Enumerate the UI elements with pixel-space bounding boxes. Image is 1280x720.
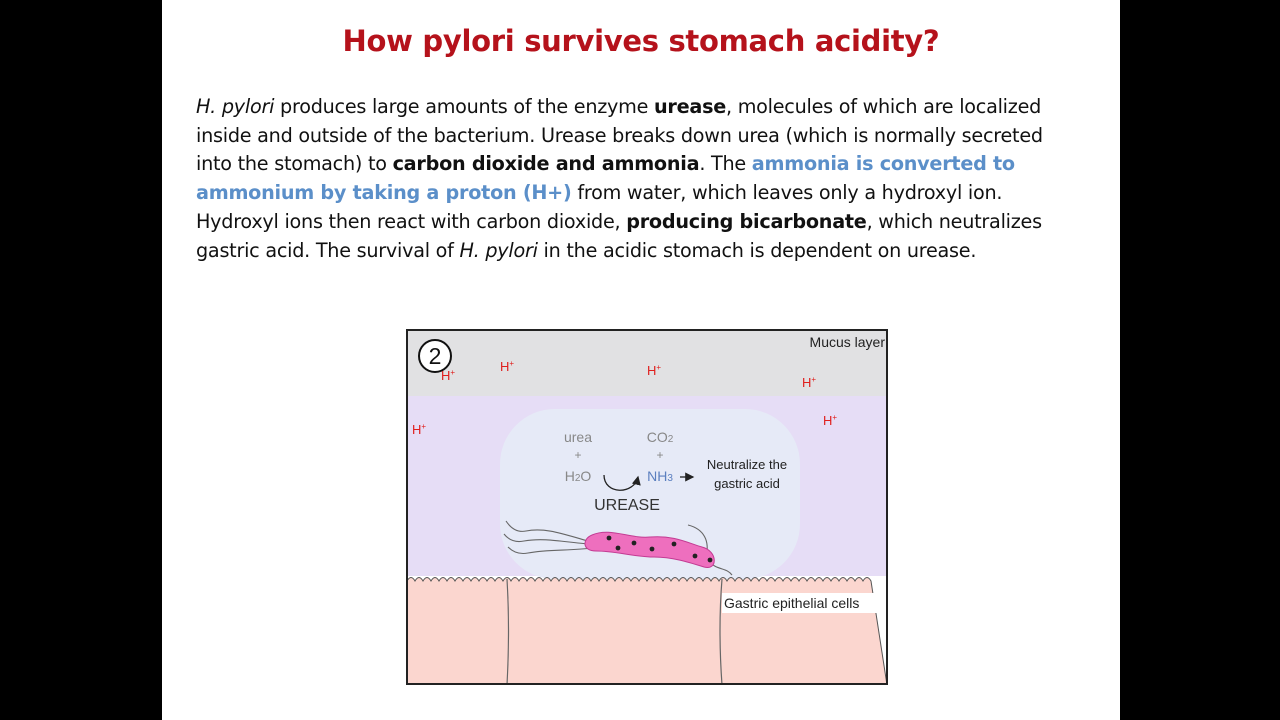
paragraph-text: , which neutralizes gastric acid. The su… (196, 209, 1042, 262)
paragraph-text: from water, which leaves only a hydroxyl… (196, 181, 1003, 233)
mucus-layer-label: Mucus layer (810, 334, 886, 350)
paragraph-text: produces large amounts of the enzyme (274, 95, 654, 118)
plus-sign: + (574, 448, 581, 462)
body-paragraph: H. pylori produces large amounts of the … (196, 93, 1056, 265)
cell-boundary (506, 578, 510, 685)
panel-number: 2 (429, 343, 442, 369)
neutralize-label-line2: gastric acid (714, 476, 780, 491)
urease-dots (606, 535, 713, 563)
proton-h: H+ (500, 359, 514, 374)
co2-label: CO2 (647, 429, 674, 445)
proton-h: H+ (802, 375, 816, 390)
diagram-svg: 2 Mucus layer H+ H+ H+ H+ H+ H+ urea + H… (406, 329, 888, 685)
keyword-products: carbon dioxide and ammonia (392, 152, 700, 176)
proton-h: H+ (441, 368, 455, 383)
panel-number-circle (418, 339, 452, 373)
nh3-label: NH3 (647, 468, 673, 484)
highlight-ammonium: ammonia is converted to ammonium by taki… (196, 152, 1015, 205)
urease-diagram: 2 Mucus layer H+ H+ H+ H+ H+ H+ urea + H… (406, 329, 888, 685)
plus-sign: + (656, 448, 663, 462)
neutralize-label-line1: Neutralize the (707, 457, 787, 472)
proton-h: H+ (412, 422, 426, 437)
reaction-arrow-icon (603, 474, 641, 491)
species-name-italic: H. pylori (459, 238, 538, 262)
slide: How pylori survives stomach acidity? H. … (162, 0, 1120, 720)
urease-label: UREASE (594, 497, 660, 514)
epithelial-label-bg (722, 593, 886, 613)
slide-title: How pylori survives stomach acidity? (342, 24, 940, 58)
figure-border (406, 329, 888, 685)
urea-label: urea (564, 429, 592, 445)
species-name-italic: H. pylori (196, 95, 275, 118)
reaction-bubble (500, 409, 800, 579)
cell-boundary (719, 578, 723, 685)
paragraph-text: in the acidic stomach is dependent on ur… (537, 238, 977, 262)
mucus-layer (407, 330, 887, 396)
proton-h: H+ (647, 363, 661, 378)
proton-h: H+ (823, 413, 837, 428)
epithelial-label: Gastric epithelial cells (724, 595, 859, 611)
paragraph-text: , molecules of which are localized insid… (196, 95, 1043, 176)
paragraph-text: . The (699, 152, 752, 176)
water-label: H2O (565, 468, 592, 484)
keyword-urease: urease (654, 95, 727, 118)
keyword-bicarbonate: producing bicarbonate (626, 209, 867, 233)
proton-group: H+ H+ H+ H+ H+ H+ (412, 359, 837, 437)
bacterium-icon (584, 531, 715, 568)
